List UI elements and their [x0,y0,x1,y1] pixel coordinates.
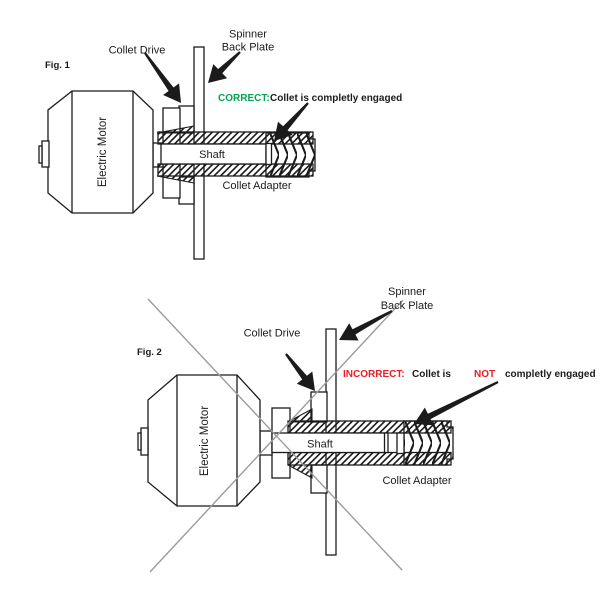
fig2-cross-line-a [147,298,403,571]
fig2-shaft-label: Shaft [307,439,333,451]
fig1-collet-taper-upper [156,125,195,134]
fig1-collet-adapter-label: Collet Adapter [222,180,291,192]
fig1-spinner-label-line2: Back Plate [222,42,275,54]
fig2-back-plate-arrow [339,310,393,341]
fig2-collet-end-wall [396,432,405,455]
fig2-status-not: NOT [474,369,495,380]
fig2-status-line: INCORRECT: Collet is NOT completly engaged [343,369,596,380]
fig2-collet-drive-lower [310,464,328,494]
fig2-adapter-lower-wall [287,451,452,466]
fig1-engagement-arrow [274,102,309,141]
fig1-motor-label: Electric Motor [97,117,109,187]
fig2-label: Fig. 2 [137,347,162,358]
fig2-collet-taper-upper [287,408,313,423]
fig2-collet-drive-label: Collet Drive [244,328,301,340]
fig1-status-text: Collet is completly engaged [270,93,402,104]
fig2-engagement-arrow [414,381,499,426]
fig1-spinner-label-line1: Spinner [229,29,267,41]
fig1-status-correct: CORRECT: [218,93,270,104]
fig2-motor-label: Electric Motor [199,406,211,476]
fig2-spinner-label-line2: Back Plate [381,300,434,312]
fig1-label: Fig. 1 [45,60,71,71]
fig2-spinner-label-line1: Spinner [388,286,426,298]
fig1-collet-drive-arrow [144,52,181,103]
fig2-status-incorrect: INCORRECT: [343,369,405,380]
fig1-status-line: CORRECT:Collet is completly engaged [218,93,402,104]
fig1-adapter-lower-wall [157,163,314,177]
fig1-shaft-label: Shaft [199,149,225,161]
fig2-shaft [271,432,389,454]
fig1-collet-drive-label: Collet Drive [109,45,166,57]
figure-2: Fig. 2 Electric Motor Collet Drive Spinn… [137,286,596,573]
fig2-collet-taper-lower [287,464,313,479]
fig1-collet-end-wall [265,142,273,166]
fig1-collet-taper-lower [156,175,195,184]
fig1-motor-rear-tip [38,145,43,164]
fig2-collet-adapter-label: Collet Adapter [382,475,451,487]
fig2-cross-line-b [149,299,404,573]
fig1-back-plate-arrow [208,51,241,83]
fig1-motor-rear-boss [41,140,50,168]
fig2-status-part1: Collet is [412,369,451,380]
fig2-motor-rear-tip [137,432,142,451]
fig2-collet-drive-arrow [285,353,315,391]
fig2-status-part2: completly engaged [505,369,596,380]
figure-1: Fig. 1 Electric Motor Collet Drive Spinn… [38,29,402,260]
fig2-motor-rear-boss [140,427,149,456]
